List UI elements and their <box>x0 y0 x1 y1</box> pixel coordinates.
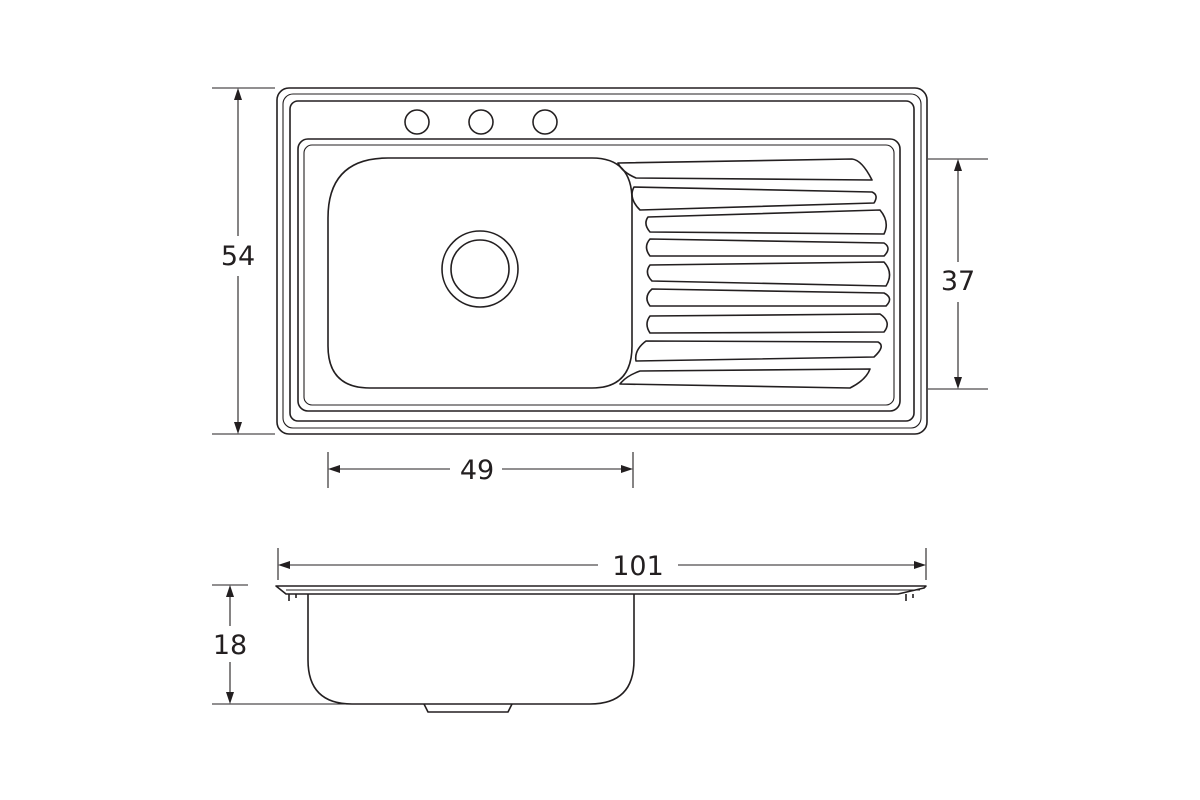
faucet-hole-1 <box>404 109 430 135</box>
sink-rim-edge <box>282 93 922 429</box>
drainboard-grooves <box>617 158 891 389</box>
dimension-label-groove-height: 37 <box>941 266 975 297</box>
drain-inner-ring <box>450 239 510 299</box>
groove-2 <box>631 186 877 211</box>
sink-basin-recess <box>297 138 901 412</box>
groove-5 <box>646 261 891 287</box>
faucet-hole-3 <box>532 109 558 135</box>
sink-side-drain <box>423 703 513 713</box>
sink-basin-recess-inner <box>303 144 895 406</box>
dimension-label-depth: 18 <box>213 630 247 661</box>
sink-bowl <box>327 157 633 389</box>
sink-top-view <box>276 87 928 435</box>
faucet-hole-2 <box>468 109 494 135</box>
groove-1 <box>617 158 873 181</box>
dimension-label-overall-width: 101 <box>612 551 664 582</box>
groove-9 <box>619 368 871 389</box>
groove-7 <box>646 313 888 334</box>
dimension-label-overall-height: 54 <box>221 241 255 272</box>
groove-3 <box>645 209 888 235</box>
groove-6 <box>646 288 891 307</box>
drain-outer-ring <box>441 230 519 308</box>
dimension-groove-height: 37 <box>928 158 988 390</box>
sink-side-rim <box>275 585 927 595</box>
dimension-overall-height: 54 <box>212 87 275 435</box>
sink-side-bowl <box>307 594 635 705</box>
groove-4 <box>645 238 889 257</box>
sink-inner-deck <box>289 100 915 422</box>
sink-side-view <box>275 585 927 713</box>
sink-outer-rim <box>276 87 928 435</box>
groove-8 <box>634 340 882 362</box>
dimension-overall-width: 101 <box>277 548 927 582</box>
dimension-label-bowl-width: 49 <box>460 455 494 486</box>
dimension-depth: 18 <box>212 584 345 705</box>
dimension-bowl-width: 49 <box>327 452 634 488</box>
